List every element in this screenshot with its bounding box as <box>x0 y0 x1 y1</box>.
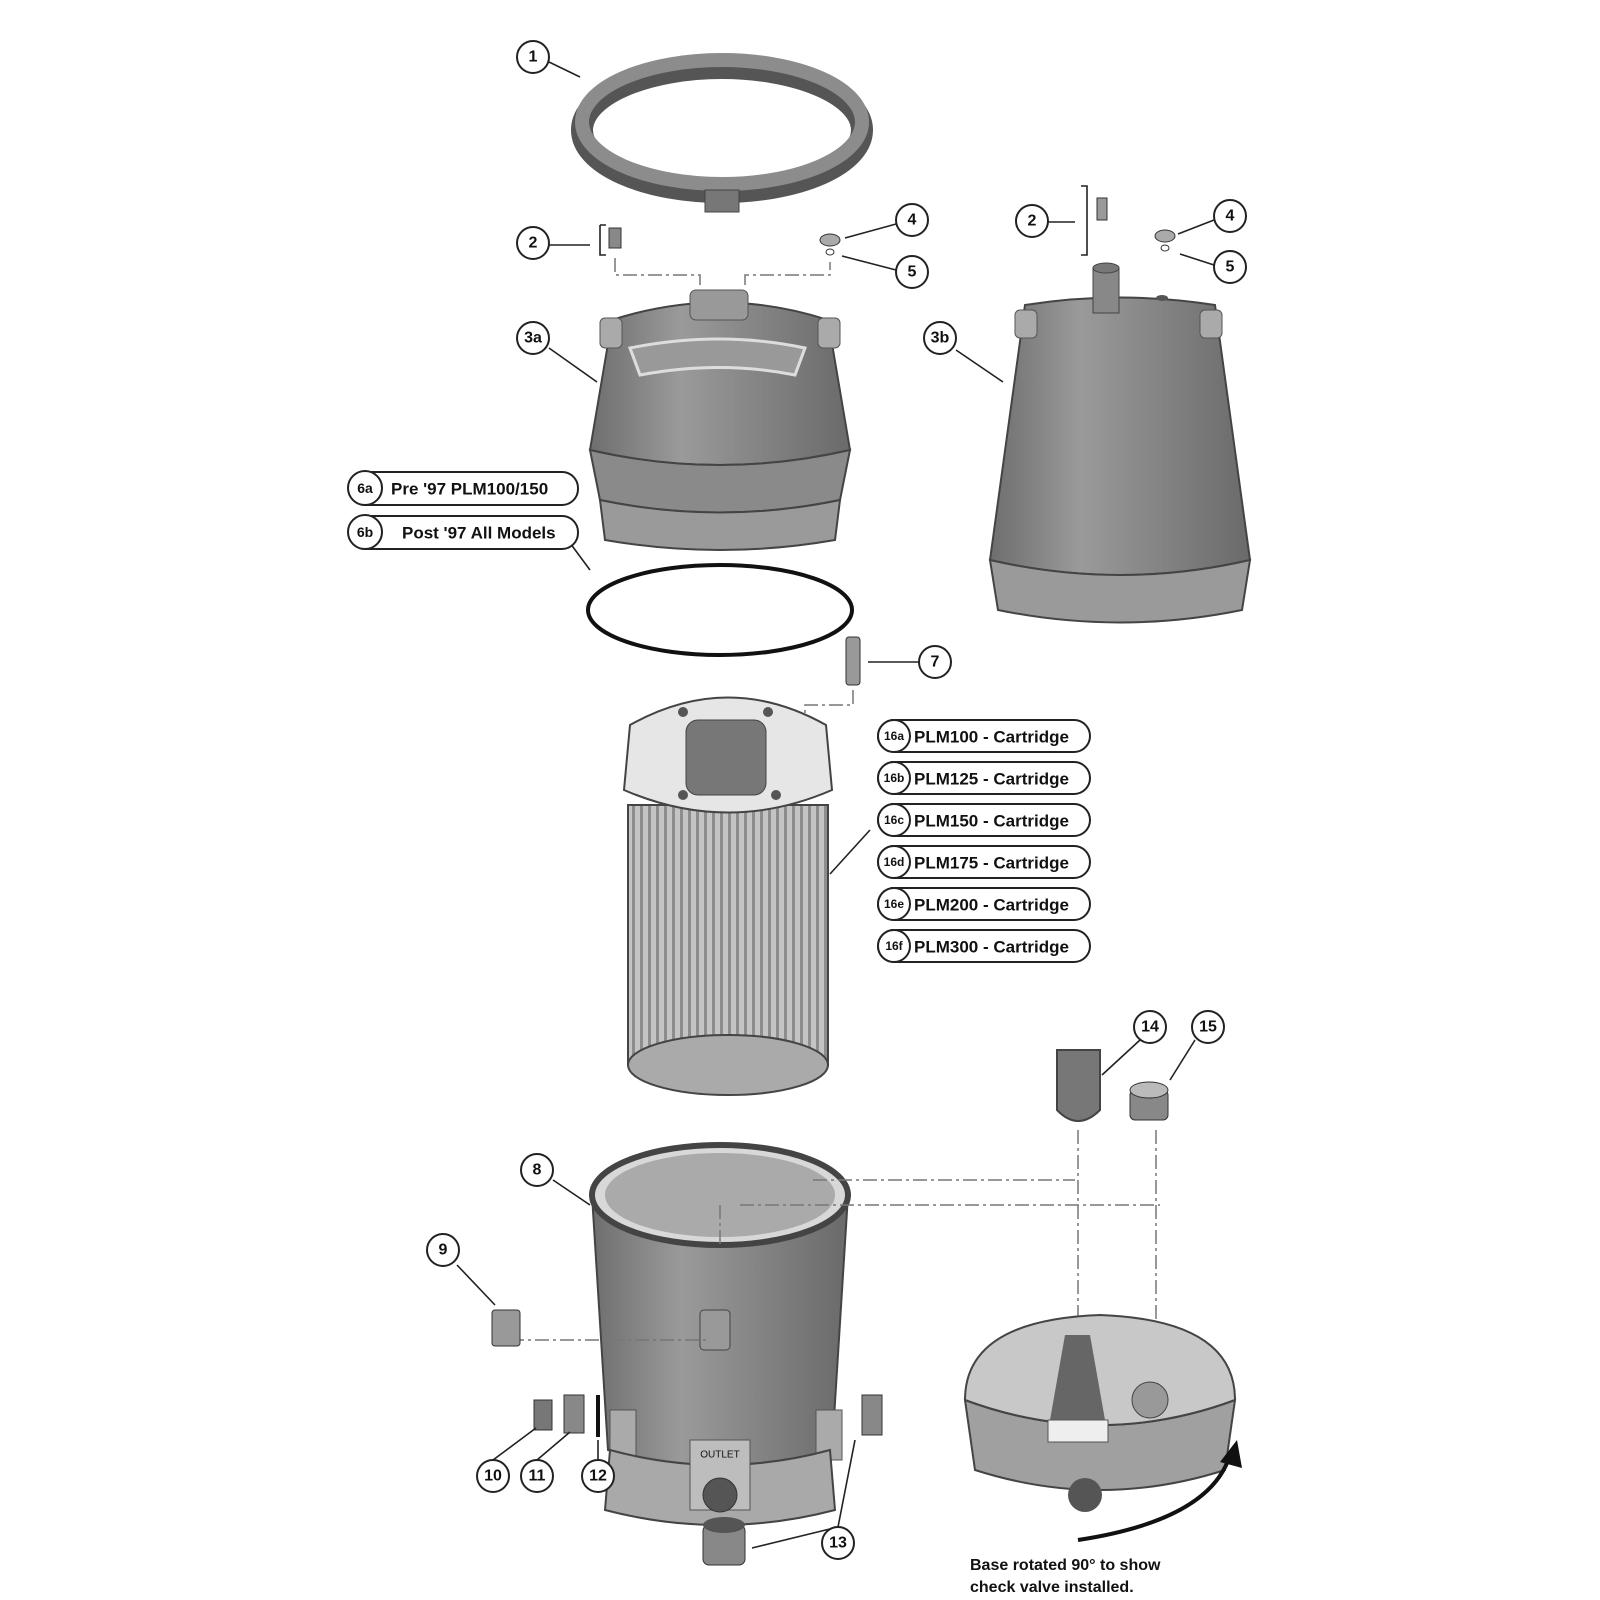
cartridge-label-16f: 16f PLM300 - Cartridge <box>877 929 1091 963</box>
caption-line-2: check valve installed. <box>970 1579 1134 1596</box>
svg-text:16a: 16a <box>884 729 904 743</box>
svg-text:7: 7 <box>931 654 940 671</box>
svg-text:PLM100 - Cartridge: PLM100 - Cartridge <box>914 728 1069 747</box>
svg-text:15: 15 <box>1199 1019 1217 1036</box>
svg-text:2: 2 <box>529 235 538 252</box>
part-12-gasket <box>596 1395 600 1437</box>
svg-text:16b: 16b <box>884 771 905 785</box>
svg-text:16c: 16c <box>884 813 904 827</box>
check-valve-flap-14 <box>1056 1049 1101 1122</box>
plug-15 <box>1129 1081 1169 1121</box>
callout-2-right: 2 <box>1015 204 1049 238</box>
lock-ring-part <box>571 53 873 213</box>
svg-text:2: 2 <box>1028 213 1037 230</box>
valve-part-9 <box>491 1309 521 1347</box>
union-fitting-13 <box>702 1517 746 1566</box>
callout-5-left: 5 <box>895 255 929 289</box>
callout-13: 13 <box>821 1526 855 1560</box>
svg-text:4: 4 <box>908 212 917 229</box>
filter-cartridge <box>622 696 834 1096</box>
svg-text:3b: 3b <box>931 330 950 347</box>
rotation-arrow-head <box>1220 1440 1242 1468</box>
svg-text:12: 12 <box>589 1468 607 1485</box>
svg-text:6a: 6a <box>357 480 373 496</box>
svg-text:11: 11 <box>529 1468 546 1485</box>
callout-14: 14 <box>1133 1010 1167 1044</box>
cartridge-label-16b: 16b PLM125 - Cartridge <box>877 761 1091 795</box>
callout-2-left: 2 <box>516 226 550 260</box>
part-11 <box>563 1394 585 1434</box>
svg-text:9: 9 <box>439 1242 448 1259</box>
svg-text:14: 14 <box>1141 1019 1159 1036</box>
svg-text:PLM200 - Cartridge: PLM200 - Cartridge <box>914 896 1069 915</box>
lid-o-ring <box>586 563 854 657</box>
callout-3b: 3b <box>923 321 957 355</box>
svg-text:Post '97 All Models: Post '97 All Models <box>402 524 556 543</box>
svg-text:PLM175 - Cartridge: PLM175 - Cartridge <box>914 854 1069 873</box>
svg-text:6b: 6b <box>357 524 373 540</box>
caption-line-1: Base rotated 90° to show <box>970 1557 1161 1574</box>
filter-lid-3a <box>588 289 852 551</box>
callout-12: 12 <box>581 1459 615 1493</box>
cartridge-label-16c: 16c PLM150 - Cartridge <box>877 803 1091 837</box>
filter-tank-bottom-8: OUTLET <box>589 1142 851 1526</box>
callout-3a: 3a <box>516 321 550 355</box>
part-10 <box>533 1399 553 1431</box>
cartridge-label-16d: 16d PLM175 - Cartridge <box>877 845 1091 879</box>
svg-text:1: 1 <box>529 49 538 66</box>
air-relief-valve-left <box>599 224 841 256</box>
svg-text:10: 10 <box>484 1468 502 1485</box>
svg-text:Pre '97 PLM100/150: Pre '97 PLM100/150 <box>391 480 548 499</box>
svg-text:16d: 16d <box>884 855 905 869</box>
callout-11: 11 <box>520 1459 554 1493</box>
callout-1: 1 <box>516 40 550 74</box>
cartridge-label-16e: 16e PLM200 - Cartridge <box>877 887 1091 921</box>
rotated-base-view <box>963 1313 1237 1512</box>
cartridge-label-16a: 16a PLM100 - Cartridge <box>877 719 1091 753</box>
svg-text:5: 5 <box>1226 259 1235 276</box>
svg-text:8: 8 <box>533 1162 542 1179</box>
outlet-label: OUTLET <box>700 1450 739 1461</box>
callout-15: 15 <box>1191 1010 1225 1044</box>
svg-text:3a: 3a <box>524 330 542 347</box>
callout-9: 9 <box>426 1233 460 1267</box>
callout-4-left: 4 <box>895 203 929 237</box>
svg-text:13: 13 <box>829 1535 847 1552</box>
svg-text:PLM150 - Cartridge: PLM150 - Cartridge <box>914 812 1069 831</box>
svg-text:4: 4 <box>1226 208 1235 225</box>
oring-label-6b: 6b Post '97 All Models <box>347 514 579 550</box>
svg-text:16e: 16e <box>884 897 904 911</box>
callout-8: 8 <box>520 1153 554 1187</box>
oring-label-6a: 6a Pre '97 PLM100/150 <box>347 470 579 506</box>
svg-text:PLM300 - Cartridge: PLM300 - Cartridge <box>914 938 1069 957</box>
callout-5-right: 5 <box>1213 250 1247 284</box>
callout-4-right: 4 <box>1213 199 1247 233</box>
svg-text:5: 5 <box>908 264 917 281</box>
callout-7: 7 <box>918 645 952 679</box>
callout-10: 10 <box>476 1459 510 1493</box>
svg-text:16f: 16f <box>885 939 903 953</box>
filter-tank-top-3b <box>988 185 1252 624</box>
rotation-arrow <box>1077 1454 1232 1542</box>
svg-text:PLM125 - Cartridge: PLM125 - Cartridge <box>914 770 1069 789</box>
part-13-side <box>861 1394 883 1436</box>
